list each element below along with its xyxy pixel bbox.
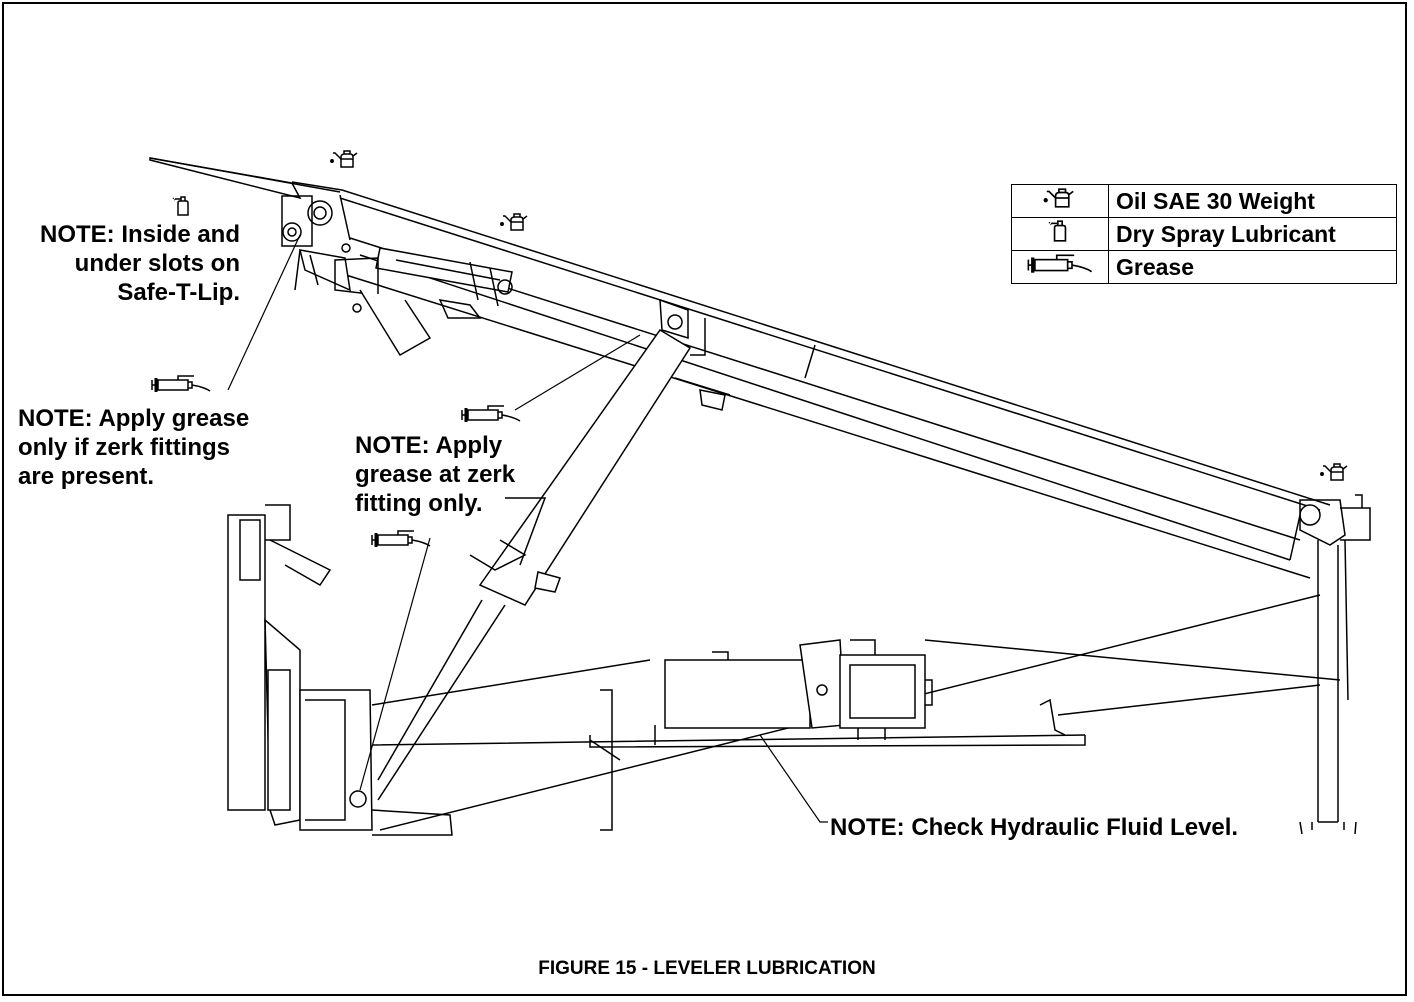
- lift-cylinder: [377, 328, 731, 801]
- leader-lines: [227, 234, 828, 823]
- note-line: fitting only.: [355, 490, 483, 517]
- lip-hinge: [281, 195, 351, 292]
- legend-row: Grease: [1011, 250, 1397, 284]
- note-line: are present.: [18, 463, 155, 490]
- rear-hinge: [1299, 494, 1371, 546]
- legend-label: Dry Spray Lubricant: [1108, 217, 1397, 251]
- note-hydraulic-fluid: NOTE: Check Hydraulic Fluid Level.: [830, 814, 1239, 841]
- figure-caption: FIGURE 15 - LEVELER LUBRICATION: [538, 958, 876, 979]
- oil-can-icon: [1011, 184, 1109, 218]
- note-grease-zerk-only: NOTE: Apply grease at zerk fitting only.: [355, 431, 515, 518]
- note-line: under slots on: [74, 250, 240, 277]
- lubrication-legend: Oil SAE 30 Weight Dry Spray Lubricant Gr…: [1011, 184, 1397, 284]
- note-line: Safe-T-Lip.: [117, 279, 240, 306]
- hydraulic-power-unit: [654, 639, 933, 745]
- deck-assembly: [291, 181, 1331, 579]
- legend-label: Grease: [1108, 250, 1397, 284]
- grease-gun-icon: [1011, 250, 1109, 284]
- legend-row: Oil SAE 30 Weight: [1011, 184, 1397, 218]
- lip-plate: [149, 157, 341, 200]
- note-inside-slots: NOTE: Inside and under slots on Safe-T-L…: [18, 220, 240, 307]
- rear-post: [1299, 539, 1357, 835]
- lip-cylinder: [334, 247, 513, 357]
- note-line: NOTE: Inside and: [39, 221, 240, 248]
- note-line: only if zerk fittings: [18, 434, 231, 461]
- note-grease-zerk-present: NOTE: Apply grease only if zerk fittings…: [18, 404, 249, 491]
- legend-label: Oil SAE 30 Weight: [1108, 184, 1397, 218]
- spray-can-icon: [1011, 217, 1109, 251]
- base-frame: [227, 504, 1341, 836]
- note-line: NOTE: Apply: [355, 432, 503, 459]
- legend-row: Dry Spray Lubricant: [1011, 217, 1397, 251]
- note-line: grease at zerk: [355, 461, 516, 488]
- note-line: NOTE: Apply grease: [18, 405, 250, 432]
